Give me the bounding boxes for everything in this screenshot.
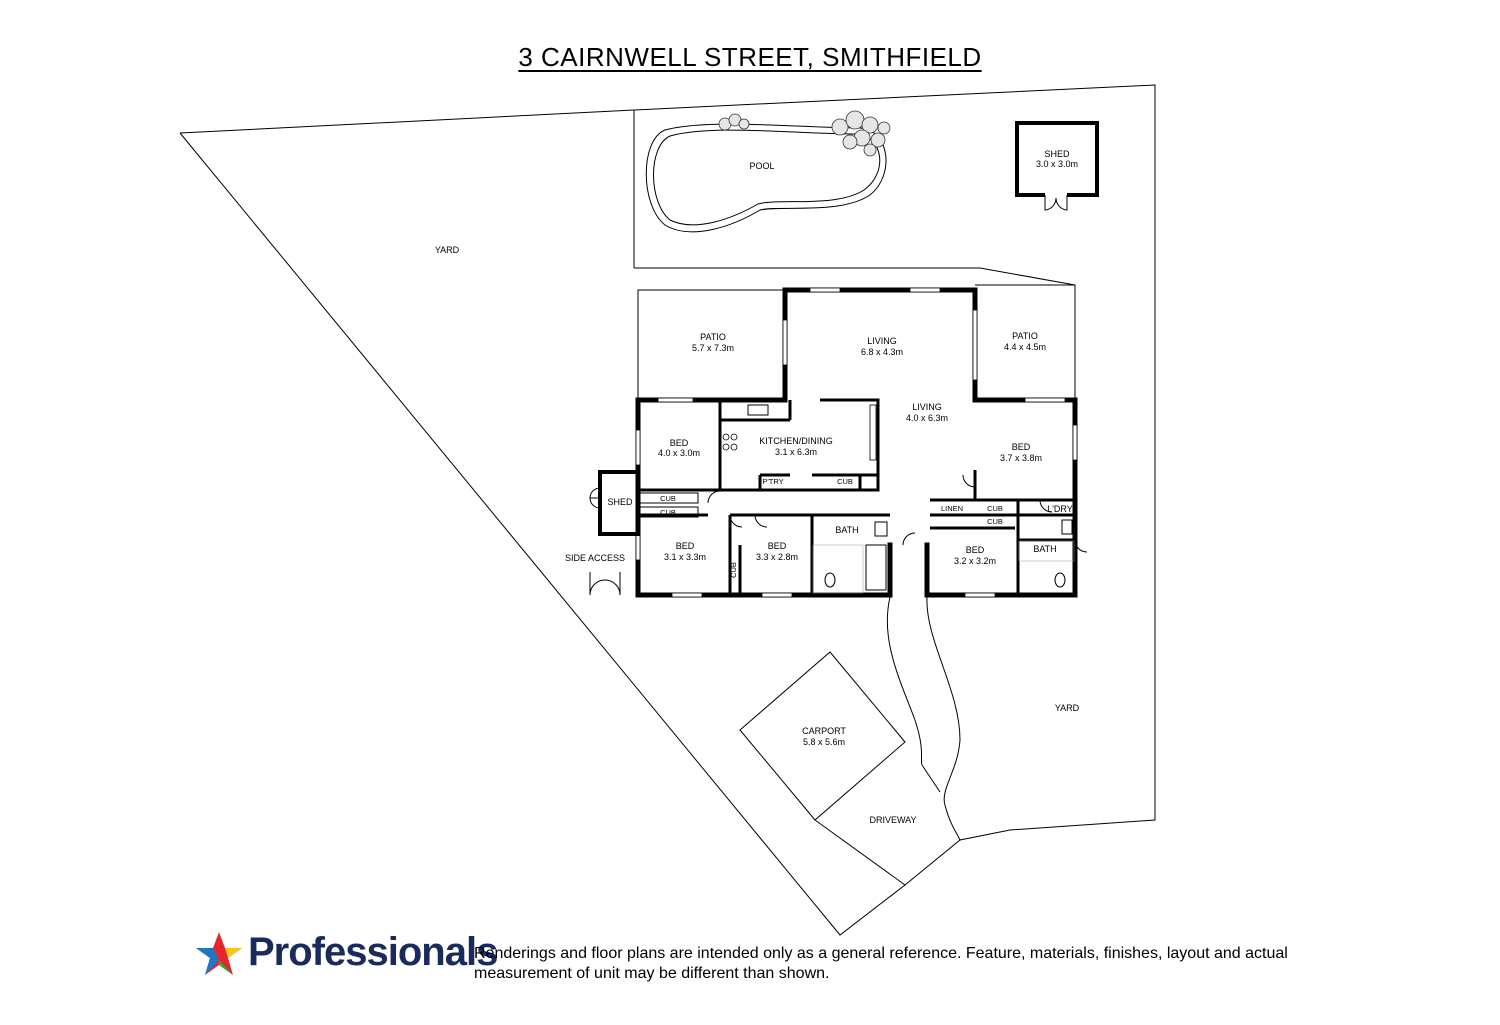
bath-tiles bbox=[812, 540, 1075, 594]
label-bath-right: BATH bbox=[1033, 544, 1056, 554]
label-yard-top: YARD bbox=[435, 245, 460, 255]
label-cub-r1: CUB bbox=[987, 504, 1003, 513]
windows bbox=[635, 287, 1078, 598]
label-pantry: P'TRY bbox=[762, 477, 783, 486]
brand-name: Professionals bbox=[248, 930, 498, 974]
doors bbox=[707, 474, 1088, 553]
label-bed3: BED bbox=[768, 541, 787, 551]
site-boundary bbox=[179, 84, 1156, 936]
star-logo-icon bbox=[196, 932, 242, 975]
label-kitchen-dim: 3.1 x 6.3m bbox=[775, 447, 817, 457]
label-shed-side: SHED bbox=[607, 497, 633, 507]
label-bed3-dim: 3.3 x 2.8m bbox=[756, 552, 798, 562]
label-patio-left-dim: 5.7 x 7.3m bbox=[692, 343, 734, 353]
disclaimer-text: Renderings and floor plans are intended … bbox=[474, 945, 1288, 982]
label-patio-left: PATIO bbox=[700, 332, 726, 342]
label-shed-top-dim: 3.0 x 3.0m bbox=[1036, 159, 1078, 169]
label-living-top-dim: 6.8 x 4.3m bbox=[861, 347, 903, 357]
label-yard-bottom: YARD bbox=[1055, 703, 1080, 713]
label-patio-right: PATIO bbox=[1012, 331, 1038, 341]
label-patio-right-dim: 4.4 x 4.5m bbox=[1004, 342, 1046, 352]
professionals-logo: Professionals bbox=[193, 930, 498, 980]
bath-fixtures bbox=[722, 404, 1073, 591]
label-pool: POOL bbox=[749, 161, 774, 171]
cooktop bbox=[722, 433, 738, 451]
room-labels: YARD YARD POOL SHED 3.0 x 3.0m PATIO 5.7… bbox=[435, 149, 1080, 825]
label-carport: CARPORT bbox=[802, 726, 846, 736]
shed-top bbox=[1015, 121, 1099, 211]
driveway-path bbox=[739, 596, 961, 886]
label-driveway: DRIVEWAY bbox=[869, 815, 916, 825]
label-bed-right-dim: 3.7 x 3.8m bbox=[1000, 453, 1042, 463]
label-side-access: SIDE ACCESS bbox=[565, 553, 625, 563]
pool bbox=[645, 110, 891, 233]
label-bed2: BED bbox=[676, 541, 695, 551]
shed-side bbox=[589, 470, 699, 596]
label-living-mid: LIVING bbox=[912, 402, 942, 412]
label-living-mid-dim: 4.0 x 6.3m bbox=[906, 413, 948, 423]
plan-title: 3 CAIRNWELL STREET, SMITHFIELD bbox=[518, 42, 982, 72]
label-bed4: BED bbox=[966, 545, 985, 555]
label-laundry: L'DRY bbox=[1047, 504, 1073, 514]
label-cub-r2: CUB bbox=[987, 517, 1003, 526]
label-bed2-dim: 3.1 x 3.3m bbox=[664, 552, 706, 562]
label-cub-kitchen: CUB bbox=[837, 477, 853, 486]
label-kitchen: KITCHEN/DINING bbox=[759, 436, 833, 446]
label-cub-left-1: CUB bbox=[660, 494, 676, 503]
label-bed1-dim: 4.0 x 3.0m bbox=[658, 448, 700, 458]
label-cub-left-2: CUB bbox=[660, 508, 676, 517]
label-bed-right: BED bbox=[1012, 442, 1031, 452]
label-carport-dim: 5.8 x 5.6m bbox=[803, 737, 845, 747]
label-bath-mid: BATH bbox=[835, 525, 858, 535]
label-bed1: BED bbox=[670, 438, 689, 448]
label-living-top: LIVING bbox=[867, 336, 897, 346]
pool-shrubs bbox=[718, 110, 891, 157]
label-linen: LINEN bbox=[941, 504, 963, 513]
label-cub-bed3: CUB bbox=[729, 562, 738, 578]
label-bed4-dim: 3.2 x 3.2m bbox=[954, 556, 996, 566]
label-shed-top: SHED bbox=[1044, 149, 1070, 159]
